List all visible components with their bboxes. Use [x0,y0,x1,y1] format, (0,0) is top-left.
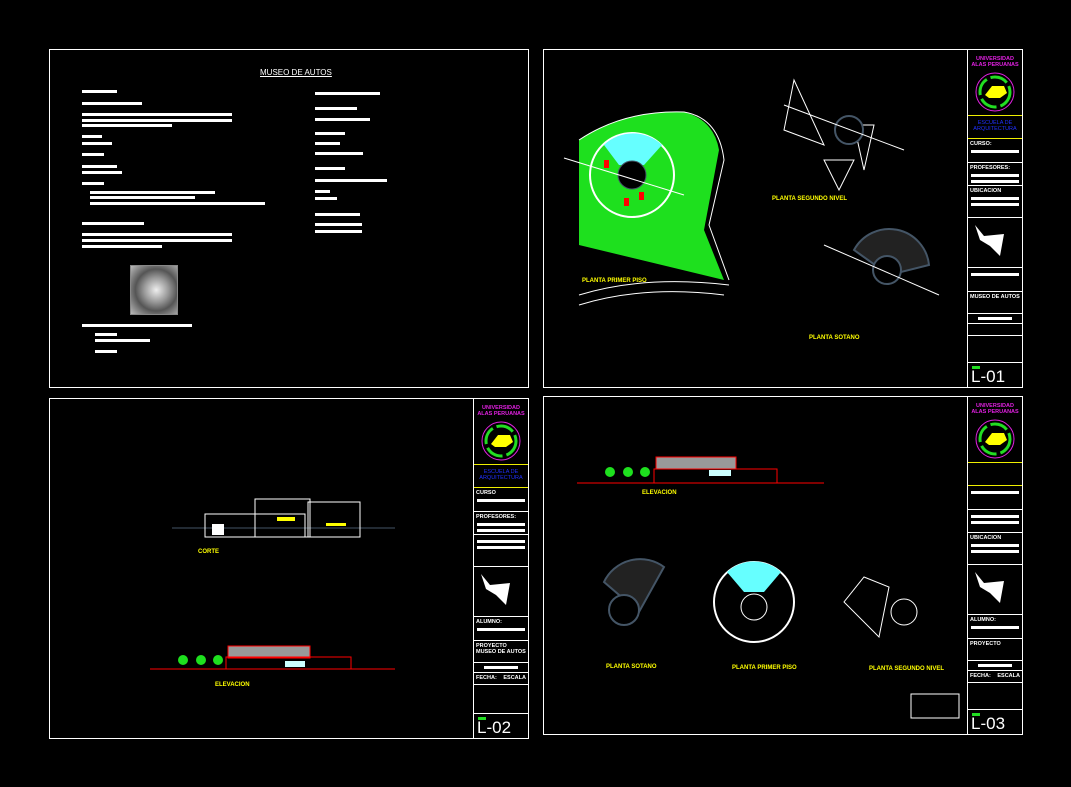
label-corte: CORTE [198,549,219,555]
text-line [315,179,387,182]
label-elevacion: ELEVACION [215,682,250,688]
school-name: ESCUELA DE ARQUITECTURA [968,115,1022,139]
text-line [82,222,144,225]
location-map [968,565,1022,615]
curso-field: CURSO: [968,139,1022,163]
fecha-escala-field [968,324,1022,336]
university-name: UNIVERSIDAD ALAS PERUANAS [477,405,525,417]
text-line [315,213,360,216]
curso-field [968,486,1022,510]
sheet-museo-text: MUSEO DE AUTOS [49,49,529,388]
text-line [315,132,345,135]
sheet-l03-plans: ELEVACION PLANTA SOTANO PLANTA PRIMER PI… [543,396,1023,735]
label-planta-sotano: PLANTA SOTANO [606,664,657,670]
profesores-field [968,510,1022,533]
ubicacion-field: UBICACION [968,186,1022,218]
location-map [474,567,528,617]
university-name: UNIVERSIDAD ALAS PERUANAS [971,56,1019,68]
label-elevacion: ELEVACION [642,490,677,496]
text-line [95,350,117,353]
title-block: UNIVERSIDAD ALAS PERUANAS ESCUELA DE ARQ… [473,399,528,738]
university-logo-icon [481,421,521,461]
text-line [315,223,362,226]
text-line [82,135,102,138]
text-line [82,124,172,127]
text-line [315,230,362,233]
text-line [315,197,337,200]
text-line [82,90,117,93]
fecha-escala-field: FECHA:ESCALA [474,673,528,685]
label-planta-sotano: PLANTA SOTANO [809,335,860,341]
text-line [82,119,232,122]
label-planta-segundo-nivel: PLANTA SEGUNDO NIVEL [772,196,848,202]
school-name: ESCUELA DE ARQUITECTURA [474,464,528,488]
text-line [95,339,150,342]
ubicacion-field [474,535,528,567]
label-planta-segundo-nivel: PLANTA SEGUNDO NIVEL [869,666,945,672]
text-line [82,324,192,327]
text-line [82,245,162,248]
text-line [82,113,232,116]
section-elevation-drawing [150,498,395,670]
proyecto-field: PROYECTO MUSEO DE AUTOS [474,641,528,663]
text-line [315,118,370,121]
school-name [968,462,1022,486]
alumno-field [968,268,1022,292]
location-map-icon [481,574,510,605]
text-line [315,142,340,145]
sheet-l02-section: CORTE ELEVACION UNIVERSIDAD ALAS PERUANA… [49,398,529,739]
location-map [968,218,1022,268]
text-line [82,102,142,105]
curso-field: CURSO [474,488,528,512]
text-line [82,182,104,185]
text-line [82,239,232,242]
text-line [315,152,363,155]
label-planta-primer-piso: PLANTA PRIMER PISO [582,278,647,284]
alumno-field: ALUMNO: [474,617,528,641]
location-map-icon [975,572,1004,603]
text-line [90,202,265,205]
text-line [315,190,330,193]
text-line [82,165,117,168]
title-block: UNIVERSIDAD ALAS PERUANAS ESCUELA DE ARQ… [967,50,1022,387]
sheet-number: L-03 [968,709,1022,734]
sheet-title: MUSEO DE AUTOS [260,68,332,77]
sheet-number: L-02 [474,713,528,738]
proyecto-bar [968,314,1022,324]
text-line [82,142,112,145]
title-block: UNIVERSIDAD ALAS PERUANAS UBICACION ALUM… [967,397,1022,734]
profesores-field: PROFESORES: [474,512,528,535]
text-line [82,233,232,236]
text-line [315,107,357,110]
location-map-icon [975,225,1004,256]
text-line [90,191,215,194]
proyecto-bar [968,661,1022,671]
university-logo-icon [975,72,1015,112]
fecha-escala-field: FECHA:ESCALA [968,671,1022,683]
university-logo-icon [975,419,1015,459]
sheet-number: L-01 [968,362,1022,387]
ubicacion-field: UBICACION [968,533,1022,565]
wheel-image [130,265,178,315]
floor-plans-drawing [563,78,940,306]
text-line [315,92,380,95]
proyecto-field: MUSEO DE AUTOS [968,292,1022,314]
text-line [82,171,122,174]
text-line [95,333,117,336]
alumno-field: ALUMNO: [968,615,1022,639]
text-line [90,196,195,199]
proyecto-field: PROYECTO [968,639,1022,661]
proyecto-bar [474,663,528,673]
sheet-l01-plans: PLANTA PRIMER PISO PLANTA SEGUNDO NIVEL … [543,49,1023,388]
plans-elevation-drawing [577,456,960,719]
text-line [82,153,104,156]
label-planta-primer-piso: PLANTA PRIMER PISO [732,665,797,671]
profesores-field: PROFESORES: [968,163,1022,186]
text-line [315,167,345,170]
university-name: UNIVERSIDAD ALAS PERUANAS [971,403,1019,415]
